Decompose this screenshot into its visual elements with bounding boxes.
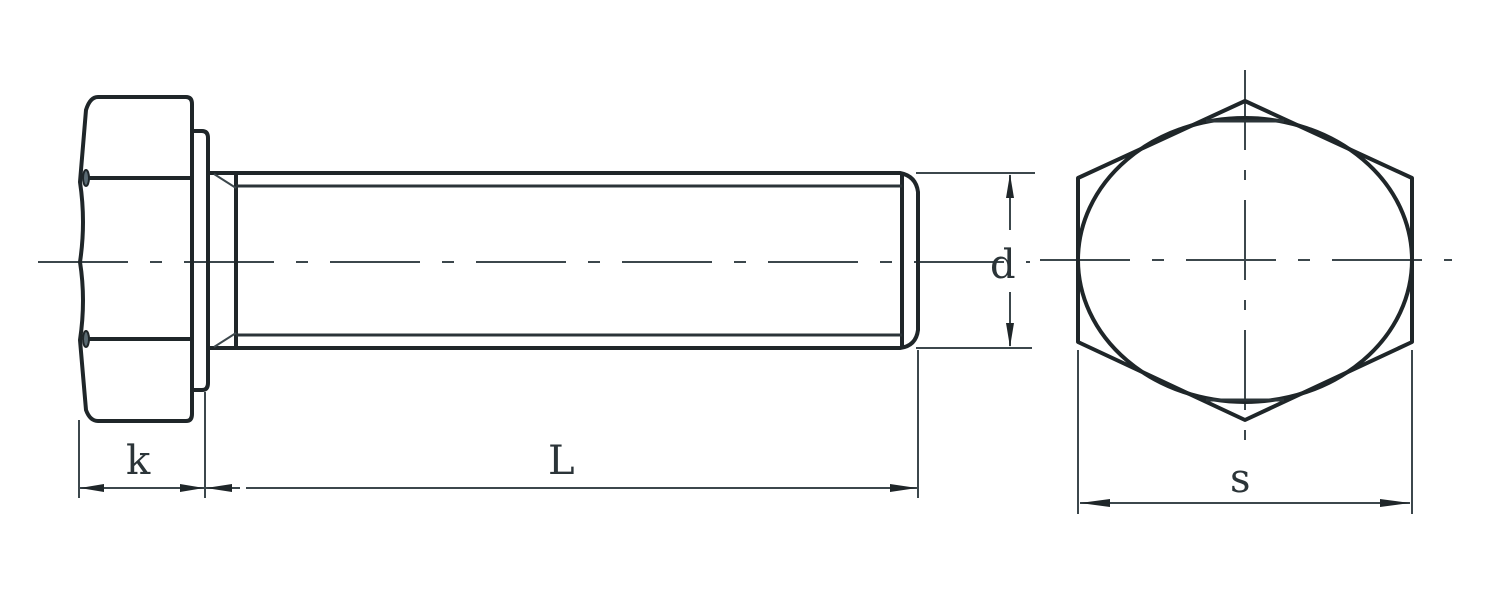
hex-head xyxy=(78,95,194,423)
head-edge-mark-lower xyxy=(82,330,90,348)
shank-outline xyxy=(206,171,920,350)
dimension-L: L xyxy=(246,350,919,498)
washer-face xyxy=(190,129,210,392)
head-edge-mark-upper xyxy=(82,169,90,187)
side-view: k L d xyxy=(38,95,1035,498)
chamfer-circle xyxy=(1076,116,1414,404)
dimension-d: d xyxy=(916,172,1035,349)
label-k: k xyxy=(126,438,151,484)
label-L: L xyxy=(548,438,575,484)
label-d: d xyxy=(990,242,1016,288)
label-s: s xyxy=(1230,456,1251,502)
thread-chamfer-upper xyxy=(213,173,237,189)
hex-outline xyxy=(1076,99,1414,422)
dimension-s: s xyxy=(1077,350,1413,514)
dimension-k: k xyxy=(78,392,240,498)
thread-chamfer-lower xyxy=(213,332,237,348)
end-view: s xyxy=(1040,70,1452,514)
